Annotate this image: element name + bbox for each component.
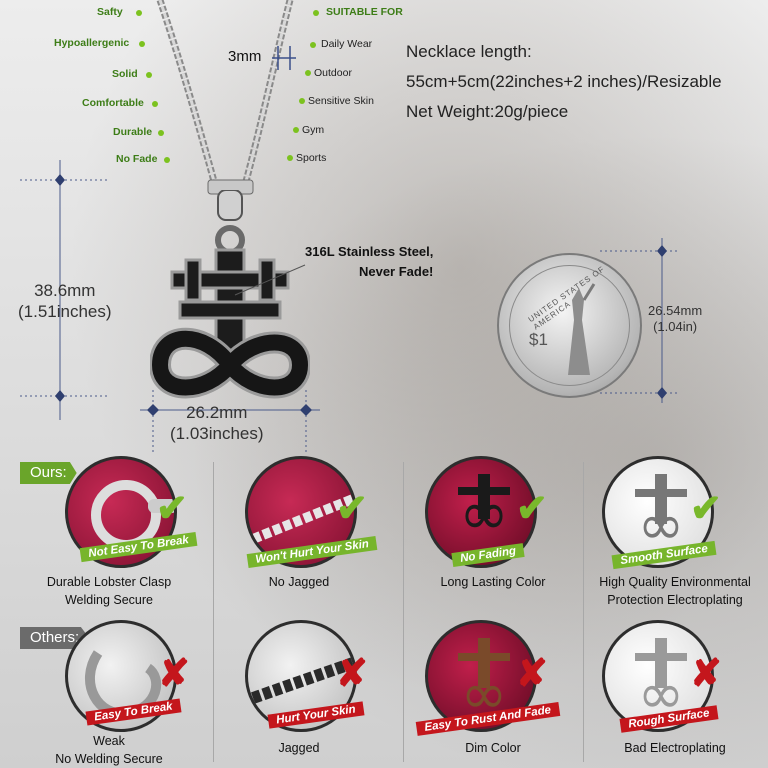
- ours-color-image: ∞: [425, 456, 537, 568]
- others-caption-4-line-1: Bad Electroplating: [624, 741, 726, 755]
- cross-icon: ✘: [516, 653, 548, 695]
- others-caption-2-line-1: Jagged: [278, 741, 320, 755]
- material-pointer: [234, 264, 306, 296]
- check-icon: ✔: [156, 488, 188, 530]
- column-divider: [403, 462, 404, 762]
- pendant-image: [150, 190, 310, 399]
- coin-mm: 26.54mm: [648, 303, 703, 318]
- width-mm: 26.2mm: [186, 403, 248, 422]
- others-caption-3-line-1: Dim Color: [465, 741, 521, 755]
- height-mm: 38.6mm: [34, 281, 96, 300]
- check-icon: ✔: [516, 488, 548, 530]
- height-dimension-lines: [20, 160, 110, 420]
- coin-dimension-lines: [600, 238, 680, 403]
- others-label: Others:: [20, 627, 90, 649]
- height-dimension: 38.6mm (1.51inches): [18, 280, 112, 323]
- width-dimension-lines: [140, 390, 320, 455]
- ours-caption-3: Long Lasting Color: [398, 574, 588, 592]
- feature-comfortable: Comfortable: [82, 97, 144, 109]
- suitable-dot: [310, 42, 316, 48]
- feature-safty: Safty: [97, 6, 123, 18]
- coin-inner-ring: [509, 265, 630, 386]
- suitable-dot: [287, 155, 293, 161]
- feature-hypoallergenic: Hypoallergenic: [54, 37, 130, 49]
- chain-width-label: 3mm: [228, 48, 262, 65]
- column-divider: [583, 462, 584, 762]
- material-callout: 316L Stainless Steel, Never Fade!: [305, 242, 433, 281]
- check-icon: ✔: [336, 488, 368, 530]
- suitable-sensitive-skin: Sensitive Skin: [308, 95, 374, 107]
- ours-caption-1: Durable Lobster Clasp Welding Secure: [14, 574, 204, 609]
- liberty-icon: [568, 283, 596, 375]
- feature-dot: [139, 41, 145, 47]
- width-in: (1.03inches): [170, 424, 264, 444]
- suitable-dot: [313, 10, 319, 16]
- ours-chain-image: [245, 456, 357, 568]
- suitable-dot: [305, 70, 311, 76]
- cross-icon: ✘: [158, 653, 190, 695]
- feature-durable: Durable: [113, 126, 153, 138]
- feature-no-fade: No Fade: [116, 153, 158, 165]
- ours-caption-4: High Quality Environmental Protection El…: [580, 574, 768, 609]
- suitable-daily-wear: Daily Wear: [321, 38, 373, 50]
- chain-illustration: [156, 0, 294, 195]
- feature-dot: [152, 101, 158, 107]
- coin-dimension: 26.54mm (1.04in): [648, 303, 702, 336]
- feature-dot: [158, 130, 164, 136]
- suitable-title: SUITABLE FOR: [326, 6, 403, 18]
- spec-length-value: 55cm+5cm(22inches+2 inches)/Resizable: [406, 72, 722, 91]
- cross-icon: ✘: [690, 653, 722, 695]
- suitable-gym: Gym: [302, 124, 325, 136]
- width-dimension: 26.2mm (1.03inches): [170, 402, 264, 445]
- feature-dot: [136, 10, 142, 16]
- others-caption-3: Dim Color: [398, 740, 588, 758]
- ours-caption-4-line-2: Protection Electroplating: [607, 592, 743, 607]
- ours-caption-3-line-1: Long Lasting Color: [440, 575, 546, 589]
- suitable-outdoor: Outdoor: [314, 67, 352, 79]
- feature-dot: [164, 157, 170, 163]
- others-caption-1-line-2: No Welding Secure: [55, 751, 163, 766]
- others-caption-2: Jagged: [204, 740, 394, 758]
- others-caption-1: Weak No Welding Secure: [14, 733, 204, 768]
- spec-weight: Net Weight:20g/piece: [406, 102, 569, 121]
- others-caption-1-line-1: Weak: [93, 734, 125, 748]
- height-in: (1.51inches): [18, 302, 112, 322]
- feature-dot: [146, 72, 152, 78]
- check-icon: ✔: [690, 488, 722, 530]
- ours-caption-1-line-1: Durable Lobster Clasp: [46, 575, 172, 589]
- column-divider: [213, 462, 214, 762]
- coin-image: UNITED STATES OF AMERICA $1: [497, 253, 642, 398]
- cross-icon: ✘: [336, 653, 368, 695]
- ours-caption-2-line-1: No Jagged: [268, 575, 330, 589]
- suitable-dot: [293, 127, 299, 133]
- ours-caption-2: No Jagged: [204, 574, 394, 592]
- chain-width-marker: [272, 46, 296, 70]
- material-line-2: Never Fade!: [358, 263, 434, 279]
- ours-label: Ours:: [20, 462, 77, 484]
- ours-caption-1-line-2: Welding Secure: [64, 592, 153, 607]
- spec-length-label: Necklace length:: [406, 42, 532, 61]
- suitable-sports: Sports: [296, 152, 327, 164]
- coin-value: $1: [529, 330, 548, 349]
- others-caption-4: Bad Electroplating: [580, 740, 768, 758]
- material-line-1: 316L Stainless Steel,: [305, 244, 434, 259]
- coin-in: (1.04in): [653, 319, 698, 335]
- feature-solid: Solid: [112, 68, 138, 80]
- suitable-dot: [299, 98, 305, 104]
- ours-caption-4-line-1: High Quality Environmental: [599, 575, 751, 589]
